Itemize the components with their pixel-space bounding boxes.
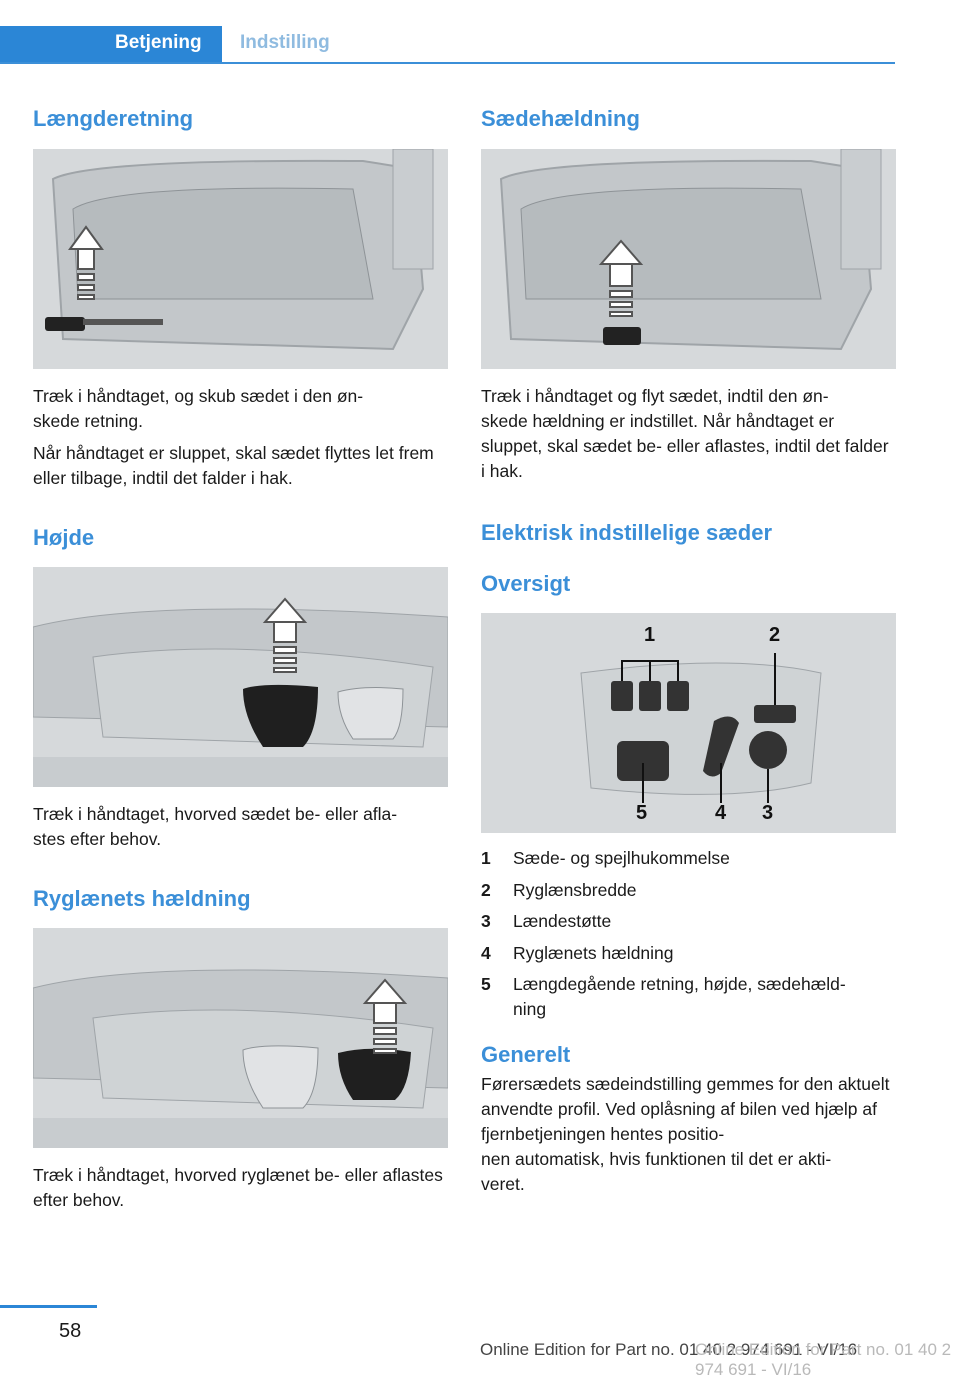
page-number: 58	[59, 1320, 82, 1342]
callout-5: 5	[636, 802, 647, 824]
backrest-illustration	[33, 928, 448, 1148]
watermark: Online Edition for Part no. 01 40 2 974 …	[695, 1340, 952, 1379]
ryglaenets-haeldning-text: Træk i håndtaget, hvorved ryglænet be- e…	[33, 1165, 443, 1210]
generelt-text: Førersædets sædeindstilling gemmes for d…	[481, 1074, 890, 1194]
section-title-elektrisk: Elektrisk indstillelige sæder	[481, 520, 773, 545]
seat-height-illustration	[33, 567, 448, 787]
laengderetning-text-1: Træk i håndtaget, og skub sædet i den øn…	[33, 386, 364, 431]
section-title-laengderetning: Længderetning	[33, 106, 194, 131]
footer-edition: Online Edition for Part no. 01 40 2 974 …	[480, 1340, 858, 1359]
seat-tilt-illustration	[481, 149, 896, 369]
hojde-text: Træk i håndtaget, hvorved sædet be- elle…	[33, 804, 398, 849]
tab-indstilling[interactable]: Indstilling	[240, 32, 330, 53]
callout-4: 4	[715, 802, 727, 824]
footer-rule	[0, 1305, 97, 1308]
callout-2: 2	[769, 624, 780, 646]
section-title-oversigt: Oversigt	[481, 571, 571, 596]
laengderetning-text-2: Når håndtaget er sluppet, skal sædet fly…	[33, 443, 434, 488]
section-title-saedehaeldning: Sædehældning	[481, 106, 640, 131]
seat-longitudinal-illustration	[33, 149, 448, 369]
section-title-hojde: Højde	[33, 525, 95, 550]
section-title-ryglaenets-haeldning: Ryglænets hældning	[33, 886, 251, 911]
electric-controls-illustration: 1 2 3 4 5	[481, 613, 896, 833]
section-title-generelt: Generelt	[481, 1042, 571, 1067]
tab-betjening[interactable]: Betjening	[0, 26, 222, 62]
right-column: Sædehældning Træk i håndtaget og flyt sæ…	[481, 100, 896, 1197]
chapter-header: Betjening Indstilling	[0, 26, 895, 64]
callout-3: 3	[762, 802, 773, 824]
left-column: Længderetning Træk i håndtaget, og skub …	[33, 100, 448, 1213]
saedehaeldning-text: Træk i håndtaget og flyt sædet, indtil d…	[481, 386, 889, 481]
callout-1: 1	[644, 624, 655, 646]
